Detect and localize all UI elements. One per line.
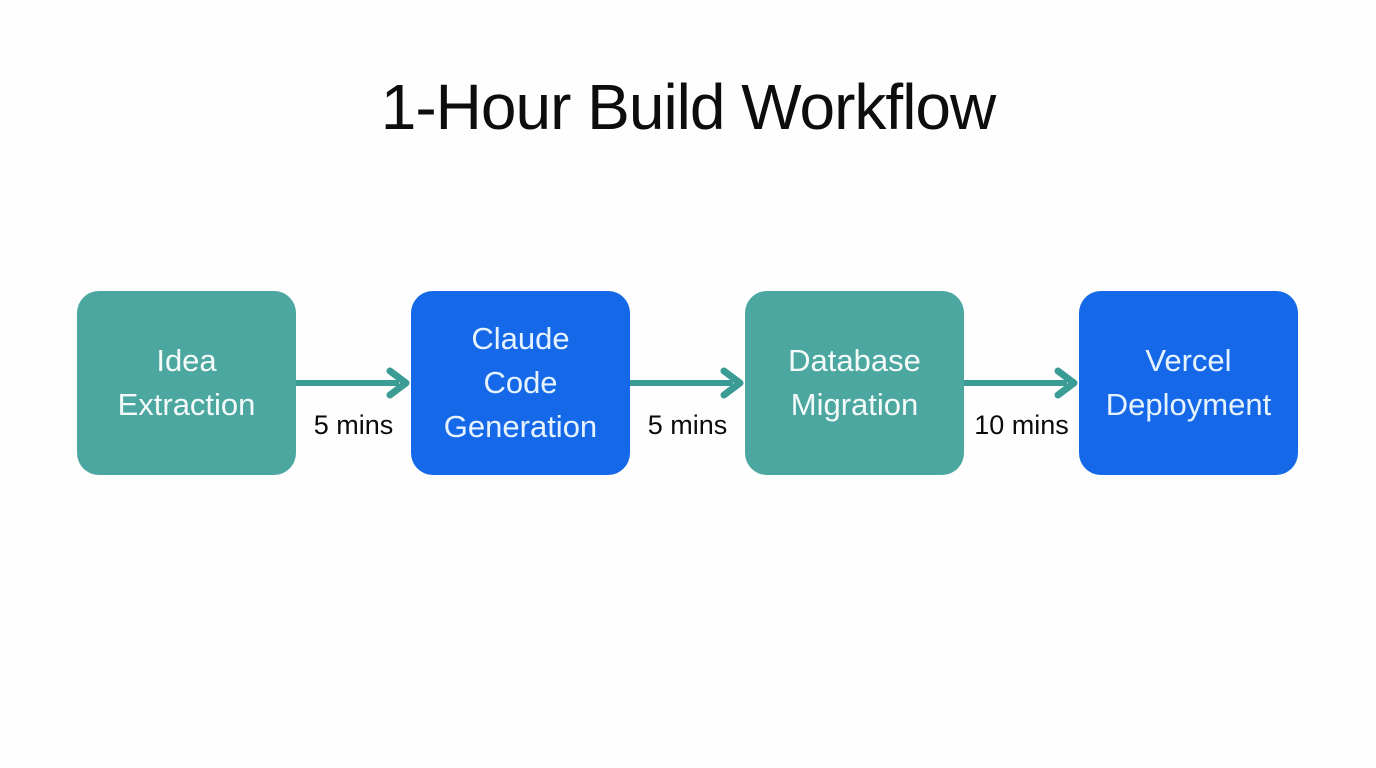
flow-node-vercel-deployment: Vercel Deployment xyxy=(1079,291,1298,475)
arrow-right-icon xyxy=(630,367,744,399)
edge-duration-label: 5 mins xyxy=(313,410,394,440)
flow-node-database-migration: Database Migration xyxy=(745,291,964,475)
connector-2: 5 mins xyxy=(630,291,745,475)
workflow-diagram: Idea Extraction 5 mins Claude Code Gener… xyxy=(77,291,1298,475)
node-label: Claude Code Generation xyxy=(443,320,598,444)
node-label: Vercel Deployment xyxy=(1105,342,1272,422)
connector-3: 10 mins xyxy=(964,291,1079,475)
edge-duration-label: 5 mins xyxy=(647,410,728,440)
page-title: 1-Hour Build Workflow xyxy=(380,71,996,143)
arrow-right-icon xyxy=(964,367,1078,399)
edge-duration-label: 10 mins xyxy=(974,410,1069,440)
flow-node-idea-extraction: Idea Extraction xyxy=(77,291,296,475)
connector-1: 5 mins xyxy=(296,291,411,475)
node-label: Database Migration xyxy=(788,342,921,422)
arrow-right-icon xyxy=(296,367,410,399)
flow-node-claude-code-generation: Claude Code Generation xyxy=(411,291,630,475)
node-label: Idea Extraction xyxy=(117,342,256,422)
